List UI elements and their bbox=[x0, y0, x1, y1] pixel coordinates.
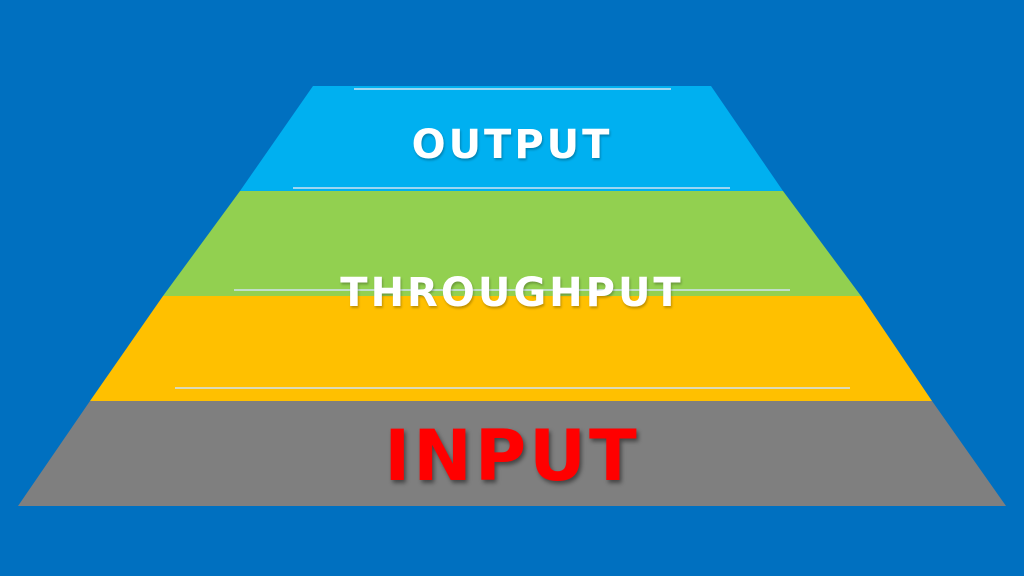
throughput-layer bbox=[163, 191, 861, 296]
yellow-layer bbox=[90, 296, 932, 401]
input-layer bbox=[18, 401, 1006, 506]
output-layer bbox=[240, 86, 783, 191]
input-label: INPUT bbox=[384, 415, 640, 497]
output-label: OUTPUT bbox=[412, 122, 613, 168]
throughput-label: THROUGHPUT bbox=[340, 270, 683, 316]
